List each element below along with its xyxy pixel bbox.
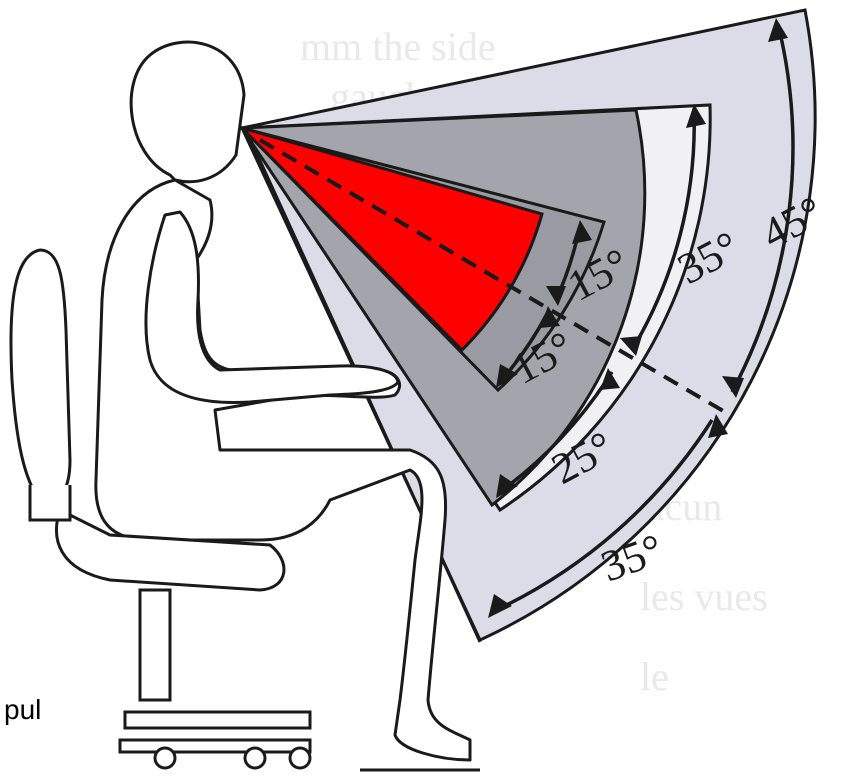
chair-backrest: [9, 248, 72, 503]
arrowhead: [572, 220, 592, 244]
office-chair: [9, 248, 312, 770]
arc-outer-upper: [730, 23, 795, 393]
line-of-sight: [258, 138, 727, 414]
seated-person: [94, 40, 472, 762]
arrowhead: [620, 336, 642, 356]
arrowhead: [488, 594, 512, 618]
arrowhead: [768, 18, 788, 42]
svg-text:mm the side: mm the side: [300, 24, 496, 69]
arrowhead: [600, 368, 620, 390]
chair-armrest: [28, 485, 72, 522]
person-head: [129, 40, 246, 184]
arrowhead: [708, 414, 728, 438]
chair-wheel: [288, 746, 312, 770]
arrowheads: [488, 18, 788, 618]
chair-seat: [55, 507, 286, 592]
arrowhead: [686, 104, 706, 128]
angle-arcs: [491, 23, 795, 614]
chair-base: [118, 710, 312, 754]
arrowhead: [496, 474, 518, 498]
chair-post: [138, 588, 172, 702]
svg-text:le: le: [640, 654, 669, 699]
svg-text:les vues: les vues: [640, 574, 768, 619]
side-text: pul: [4, 694, 42, 725]
arrowhead: [546, 286, 566, 306]
arrowhead: [540, 306, 560, 328]
arrowhead: [722, 376, 744, 398]
arrowhead: [496, 364, 518, 388]
chair-wheel: [153, 746, 177, 770]
person-upper-arm: [144, 210, 400, 404]
arc-outer-lower: [491, 419, 714, 614]
arc-middle-upper: [630, 109, 696, 351]
chair-wheel: [243, 746, 267, 770]
